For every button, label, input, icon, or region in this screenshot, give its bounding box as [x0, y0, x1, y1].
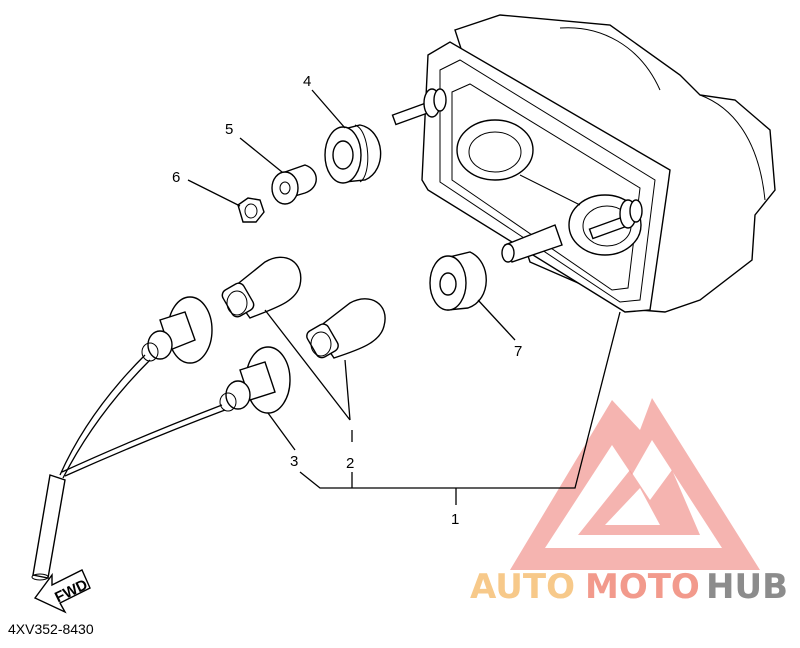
watermark-logo — [510, 398, 760, 570]
stud-upper — [391, 88, 447, 126]
callout-5: 5 — [225, 121, 233, 138]
bulb-upper-part-2 — [221, 256, 302, 319]
stud-lower — [588, 199, 643, 240]
grommet-part-4 — [324, 124, 382, 184]
socket-upper-part-3 — [141, 296, 213, 364]
watermark-auto: AUTO — [470, 567, 575, 607]
socket-lower-part-3 — [219, 346, 291, 414]
wire-harness — [31, 354, 226, 581]
watermark-moto: MOTO — [585, 567, 700, 607]
diagram-part-number: 4XV352-8430 — [8, 621, 94, 637]
callout-3: 3 — [290, 453, 298, 470]
collar-part-5 — [271, 164, 317, 205]
leader-lines — [187, 89, 621, 505]
taillight-housing — [391, 14, 776, 313]
callout-6: 6 — [172, 169, 180, 186]
callout-7: 7 — [514, 343, 522, 360]
callout-4: 4 — [303, 73, 311, 90]
watermark-text: AUTO MOTO HUB — [470, 567, 788, 607]
callout-2: 2 — [346, 455, 354, 472]
nut-part-6 — [237, 197, 265, 223]
watermark-hub: HUB — [706, 567, 788, 607]
bulb-lower-part-2 — [306, 298, 386, 359]
grommet-part-7 — [429, 251, 487, 311]
callout-1: 1 — [451, 511, 459, 528]
